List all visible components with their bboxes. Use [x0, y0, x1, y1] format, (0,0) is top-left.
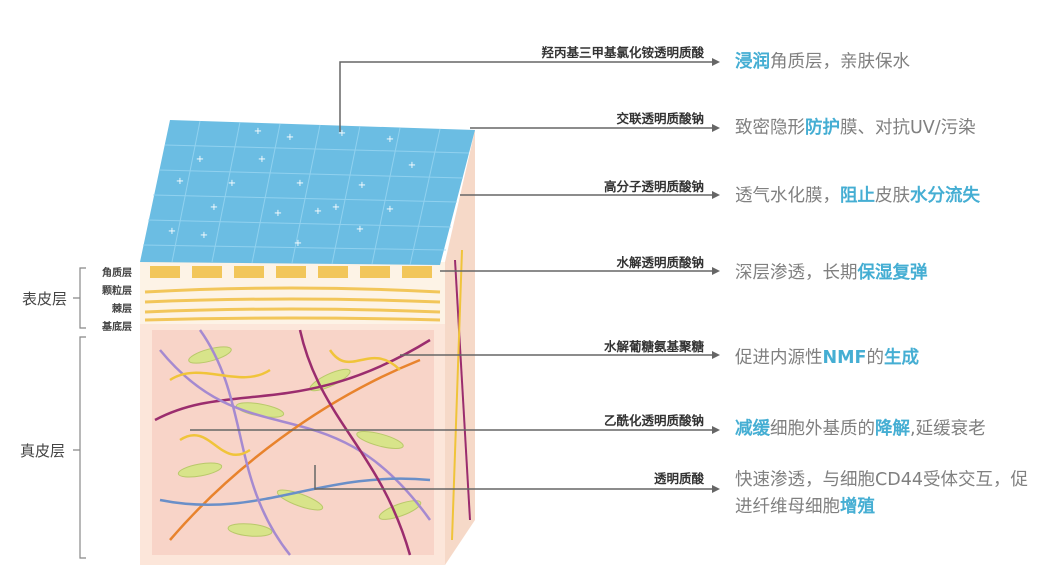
svg-text:+: +: [210, 202, 218, 213]
desc-highlight: 保湿复弹: [857, 263, 928, 283]
svg-text:+: +: [258, 154, 266, 165]
leader-lines: [190, 61, 712, 490]
dermis-label: 真皮层: [20, 442, 66, 460]
svg-text:+: +: [168, 226, 176, 237]
desc-highlight: 防护: [805, 118, 840, 138]
svg-text:+: +: [228, 178, 236, 189]
desc-text: 快速渗透，与细胞CD44受体交互，促: [735, 470, 1028, 490]
svg-text:+: +: [386, 134, 394, 145]
desc-text: 膜、对抗UV/污染: [840, 118, 976, 138]
desc-text: 角质层，亲肤保水: [770, 52, 910, 72]
svg-text:+: +: [274, 208, 282, 219]
svg-text:+: +: [296, 178, 304, 189]
desc-text: 的: [866, 348, 885, 368]
svg-text:+: +: [408, 160, 416, 171]
ingredient-label: 透明质酸: [653, 471, 704, 486]
desc-highlight: 降解: [875, 419, 910, 439]
ingredient-label: 水解透明质酸钠: [616, 255, 704, 270]
desc-highlight: 增殖: [840, 497, 875, 517]
desc-highlight: 阻止: [840, 186, 875, 206]
desc-text: ,延缓衰老: [910, 419, 986, 439]
desc-text: 细胞外基质的: [770, 419, 875, 439]
desc-highlight: 浸润: [735, 52, 770, 72]
svg-text:+: +: [254, 126, 262, 137]
desc-text: 致密隐形: [735, 118, 805, 138]
stratum-corneum-label: 角质层: [102, 268, 132, 279]
ingredient-label: 高分子透明质酸钠: [603, 179, 704, 194]
svg-text:+: +: [294, 238, 302, 249]
epidermis-bracket: [73, 267, 86, 329]
svg-text:+: +: [196, 154, 204, 165]
stratum-basale-label: 基底层: [102, 322, 132, 333]
stratum-spinosum-label: 棘层: [112, 304, 132, 315]
desc-text: 促进内源性: [735, 348, 823, 368]
ingredient-label: 乙酰化透明质酸钠: [603, 413, 704, 428]
epidermis-label: 表皮层: [22, 290, 68, 308]
ingredient-description: 浸润角质层，亲肤保水: [735, 50, 910, 74]
ingredient-label: 交联透明质酸钠: [616, 111, 704, 126]
desc-highlight: 水分流失: [910, 186, 980, 206]
ingredient-description: 透气水化膜，阻止皮肤水分流失: [735, 184, 980, 208]
ingredient-label: 水解葡糖氨基聚糖: [603, 339, 704, 354]
stratum-granulosum-label: 颗粒层: [102, 286, 132, 297]
svg-text:+: +: [386, 204, 394, 215]
desc-highlight: 减缓: [735, 419, 770, 439]
ingredient-label: 羟丙基三甲基氯化铵透明质酸: [541, 45, 704, 60]
ingredient-description: 深层渗透，长期保湿复弹: [735, 261, 928, 285]
hyaluronic-membrane: [140, 120, 475, 265]
svg-text:+: +: [200, 230, 208, 241]
desc-text: 皮肤: [875, 186, 910, 206]
desc-highlight: 生成: [884, 348, 920, 368]
svg-text:+: +: [286, 132, 294, 143]
svg-text:+: +: [332, 202, 340, 213]
svg-text:+: +: [314, 206, 322, 217]
ingredient-description: 促进内源性NMF的生成: [735, 346, 919, 370]
desc-highlight: NMF: [822, 348, 867, 368]
ingredient-description: 快速渗透，与细胞CD44受体交互，促进纤维母细胞增殖: [735, 467, 1028, 521]
svg-text:+: +: [356, 224, 364, 235]
desc-text: 透气水化膜，: [735, 186, 840, 206]
svg-text:+: +: [358, 180, 366, 191]
desc-text: 深层渗透，长期: [735, 263, 858, 283]
dermis-bracket: [73, 336, 86, 559]
desc-text: 进纤维母细胞: [735, 497, 840, 517]
ingredient-description: 减缓细胞外基质的降解,延缓衰老: [735, 417, 986, 441]
svg-text:+: +: [338, 128, 346, 139]
svg-text:+: +: [176, 176, 184, 187]
ingredient-description: 致密隐形防护膜、对抗UV/污染: [735, 116, 976, 140]
